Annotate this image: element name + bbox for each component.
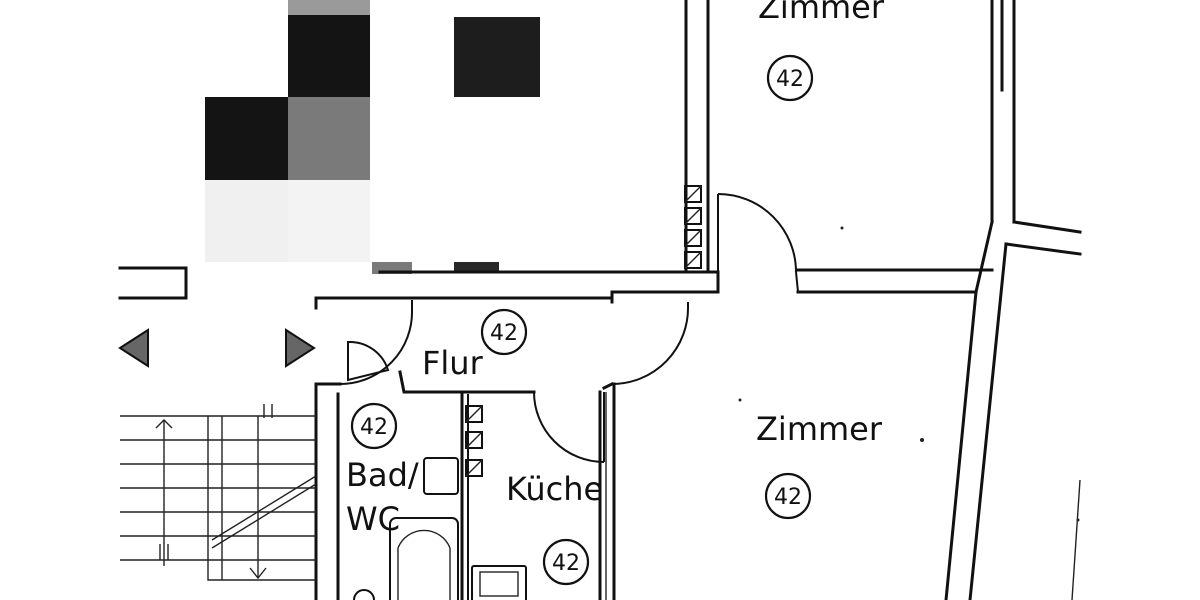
room-name: Zimmer — [758, 0, 885, 26]
hatched-square-icon — [684, 229, 702, 247]
doors — [339, 193, 799, 463]
room-right-zimmer: Zimmer 42 — [756, 410, 883, 520]
redacted-area — [205, 0, 540, 274]
washbasin — [423, 457, 459, 495]
stairs — [120, 404, 317, 581]
flue-group-kitchen — [465, 405, 483, 477]
stove — [471, 565, 527, 600]
room-number: 42 — [552, 551, 580, 576]
room-top-zimmer: Zimmer 42 — [758, 0, 885, 102]
hatched-square-icon — [684, 207, 702, 225]
room-name: Flur — [422, 344, 484, 382]
room-bad-wc: 42 Bad/ WC — [346, 402, 419, 538]
room-name-line1: Bad/ — [346, 456, 419, 494]
hatched-square-icon — [684, 251, 702, 269]
room-number: 42 — [360, 415, 388, 440]
room-number: 42 — [490, 321, 518, 346]
hatched-square-icon — [684, 185, 702, 203]
room-name: Zimmer — [756, 410, 883, 448]
triangle-left-icon — [118, 328, 149, 368]
room-number: 42 — [774, 485, 802, 510]
room-name: Küche — [506, 470, 603, 508]
fixtures — [353, 457, 527, 600]
room-flur: Flur 42 — [422, 308, 528, 382]
room-number: 42 — [776, 67, 804, 92]
hatched-square-icon — [465, 431, 483, 449]
hatched-square-icon — [465, 405, 483, 423]
room-name-line2: WC — [346, 500, 400, 538]
room-kueche: Küche 42 — [506, 470, 603, 586]
bathtub — [389, 517, 459, 600]
triangle-right-icon — [285, 328, 316, 368]
walls — [118, 0, 1082, 600]
toilet — [353, 589, 375, 600]
flue-group-top — [684, 185, 702, 269]
hatched-square-icon — [465, 459, 483, 477]
